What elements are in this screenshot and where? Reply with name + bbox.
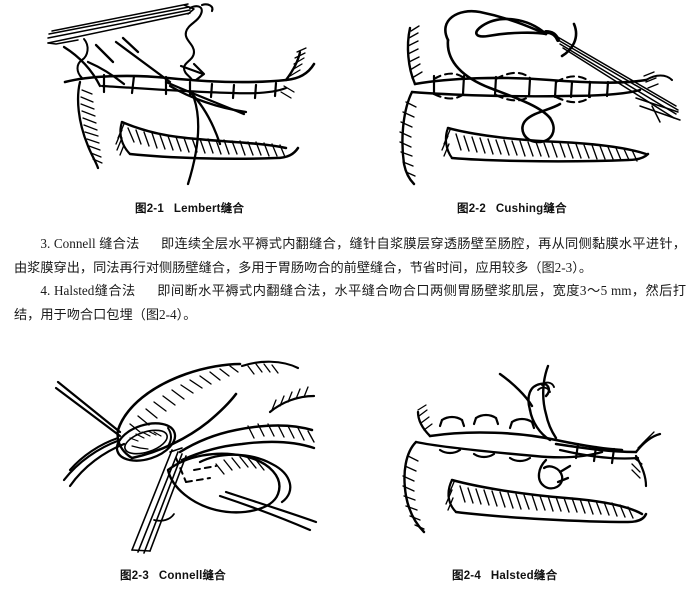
paragraph-term-suffix: 缝合法 xyxy=(99,236,140,251)
figure-caption-number: 图2-1 xyxy=(135,203,164,215)
body-text: 3. Connell 缝合法即连续全层水平褥式内翻缝合，缝针自浆膜层穿透肠壁至肠… xyxy=(14,232,686,326)
figure-caption-number: 图2-3 xyxy=(120,570,149,582)
figure-caption-cushing: 图2-2 Cushing缝合 xyxy=(457,200,567,216)
figure-connell-illustration xyxy=(20,352,340,557)
figure-caption-title: Cushing缝合 xyxy=(495,203,567,215)
paragraph-body: 即间断水平褥式内翻缝合法，水平缝合吻合口两侧胃肠壁浆肌层，宽度3～5 mm，然后… xyxy=(14,283,687,322)
figure-caption-halsted: 图2-4 Halsted缝合 xyxy=(452,567,557,583)
paragraph-body: 即连续全层水平褥式内翻缝合，缝针自浆膜层穿透肠壁至肠腔，再从同侧黏膜水平进针，由… xyxy=(14,236,686,275)
paragraph-number: 4. xyxy=(40,283,51,298)
figure-caption-connell: 图2-3 Connell缝合 xyxy=(120,567,226,583)
paragraph-term-suffix: 缝合法 xyxy=(94,283,136,298)
paragraph-term: Connell xyxy=(53,236,96,251)
paragraph-term: Halsted xyxy=(54,283,95,298)
figure-caption-title: Lembert缝合 xyxy=(173,203,245,215)
figure-caption-lembert: 图2-1 Lembert缝合 xyxy=(135,200,244,216)
paragraph-number: 3. xyxy=(40,236,51,251)
figure-caption-number: 图2-4 xyxy=(452,570,481,582)
figure-lembert-illustration xyxy=(18,2,338,192)
figure-cushing-illustration xyxy=(360,2,690,192)
figure-caption-number: 图2-2 xyxy=(457,203,486,215)
paragraph-connell: 3. Connell 缝合法即连续全层水平褥式内翻缝合，缝针自浆膜层穿透肠壁至肠… xyxy=(14,232,686,279)
figure-caption-title: Connell缝合 xyxy=(158,570,226,582)
figure-caption-title: Halsted缝合 xyxy=(490,570,558,582)
paragraph-halsted: 4. Halsted缝合法即间断水平褥式内翻缝合法，水平缝合吻合口两侧胃肠壁浆肌… xyxy=(14,279,686,326)
figure-halsted-illustration xyxy=(370,352,690,557)
